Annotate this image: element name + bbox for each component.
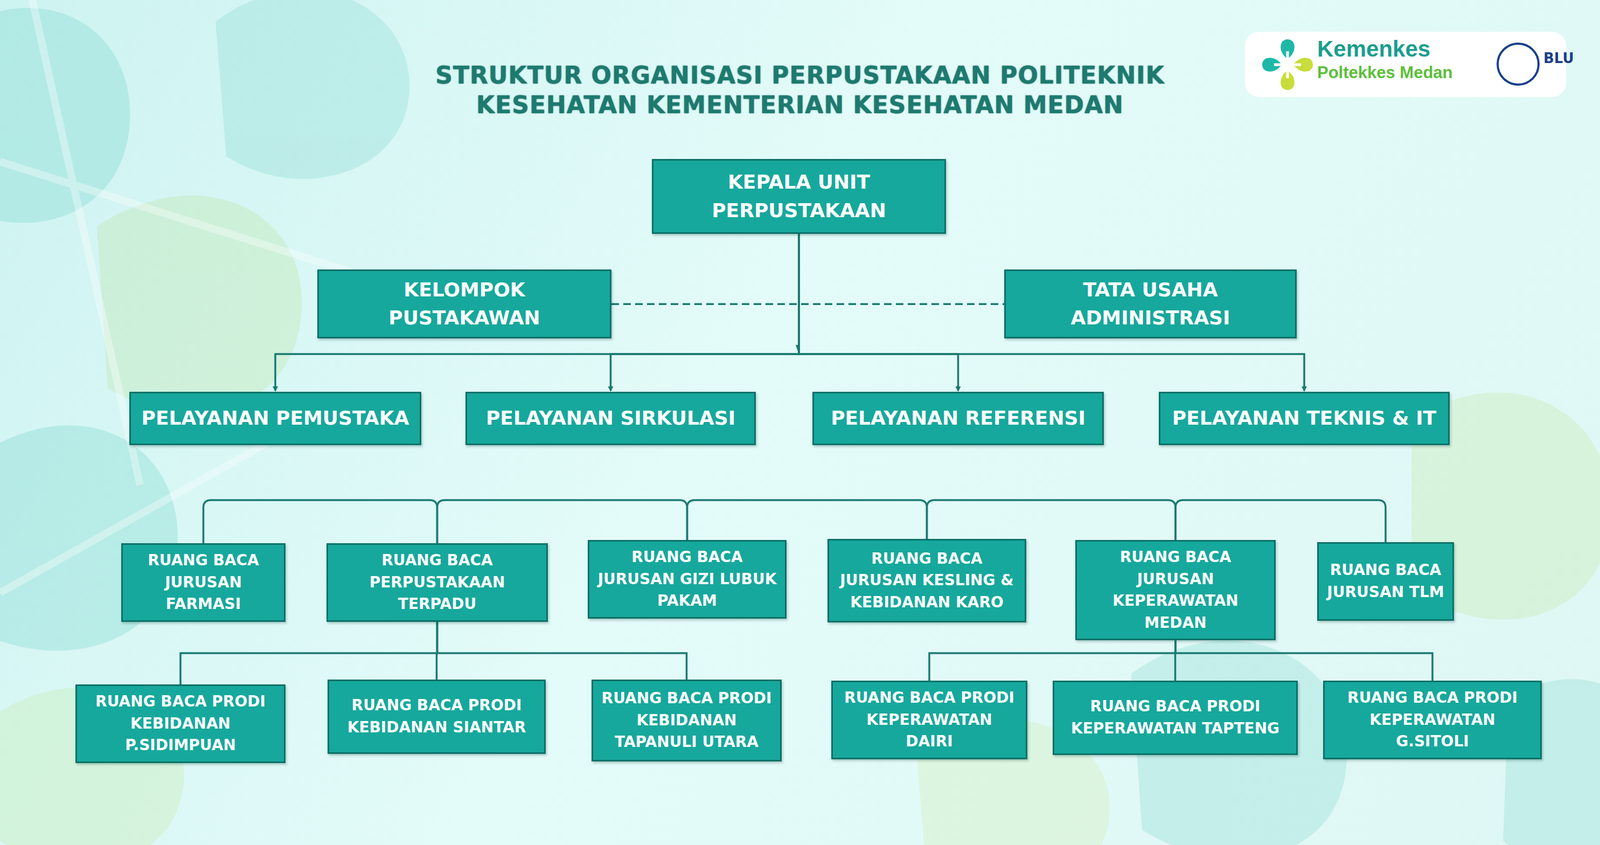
org-box: RUANG BACA PRODI KEPERAWATAN G.SITOLI: [1323, 680, 1542, 760]
org-connector: [275, 233, 799, 391]
org-box: PELAYANAN REFERENSI: [812, 391, 1104, 445]
org-box: KEPALA UNIT PERPUSTAKAAN: [651, 158, 946, 234]
org-box: RUANG BACA JURUSAN KEPERAWATAN MEDAN: [1075, 539, 1276, 640]
org-box: PELAYANAN TEKNIS & IT: [1158, 391, 1450, 445]
box-label: RUANG BACA JURUSAN FARMASI: [122, 549, 284, 616]
org-box: RUANG BACA JURUSAN KESLING & KEBIDANAN K…: [827, 538, 1027, 623]
org-connector: [1175, 499, 1386, 542]
blu-badge: [1495, 41, 1541, 87]
box-label: TATA USAHA ADMINISTRASI: [1005, 275, 1296, 332]
logo-panel: KemenkesPoltekkes MedanBLU: [1244, 31, 1567, 97]
box-label: PELAYANAN TEKNIS & IT: [1164, 404, 1444, 433]
box-label: RUANG BACA PRODI KEPERAWATAN DAIRI: [832, 686, 1026, 753]
org-connector: [610, 233, 800, 391]
org-connector: [437, 499, 688, 544]
org-box: PELAYANAN PEMUSTAKA: [129, 391, 422, 445]
box-label: RUANG BACA PRODI KEPERAWATAN G.SITOLI: [1324, 686, 1541, 753]
org-connector: [180, 621, 438, 685]
org-connector: [927, 499, 1177, 540]
org-box: RUANG BACA JURUSAN GIZI LUBUK PAKAM: [587, 539, 787, 619]
org-box: RUANG BACA PRODI KEPERAWATAN DAIRI: [831, 680, 1028, 760]
box-label: RUANG BACA JURUSAN TLM: [1318, 559, 1453, 603]
box-label: RUANG BACA JURUSAN GIZI LUBUK PAKAM: [589, 546, 785, 612]
box-label: PELAYANAN REFERENSI: [823, 404, 1094, 433]
kemenkes-icon: [1257, 35, 1318, 95]
org-box: RUANG BACA PERPUSTAKAAN TERPADU: [326, 543, 548, 622]
box-label: RUANG BACA PRODI KEBIDANAN P.SIDIMPUAN: [77, 690, 284, 757]
box-label: RUANG BACA PRODI KEBIDANAN SIANTAR: [329, 694, 545, 739]
box-label: RUANG BACA JURUSAN KESLING & KEBIDANAN K…: [829, 547, 1025, 614]
logo-text: Poltekkes Medan: [1317, 63, 1453, 82]
org-box: RUANG BACA PRODI KEBIDANAN P.SIDIMPUAN: [75, 684, 286, 763]
org-box: RUANG BACA PRODI KEBIDANAN SIANTAR: [327, 679, 546, 754]
box-label: RUANG BACA PRODI KEPERAWATAN TAPTENG: [1054, 695, 1297, 740]
org-connector: [1175, 640, 1433, 681]
org-connector: [929, 640, 1176, 681]
org-box: TATA USAHA ADMINISTRASI: [1004, 269, 1297, 339]
box-label: RUANG BACA PERPUSTAKAAN TERPADU: [328, 549, 547, 616]
org-connector: [798, 233, 959, 391]
org-box: RUANG BACA PRODI KEPERAWATAN TAPTENG: [1052, 680, 1298, 755]
box-label: PELAYANAN SIRKULASI: [478, 404, 743, 433]
org-box: RUANG BACA JURUSAN FARMASI: [121, 543, 286, 622]
org-box: KELOMPOK PUSTAKAWAN: [317, 269, 612, 339]
chart-title: STRUKTUR ORGANISASI PERPUSTAKAAN POLITEK…: [315, 60, 1285, 120]
badge-text: BLU: [1543, 50, 1575, 67]
dashed-connector: [611, 302, 1005, 305]
org-box: RUANG BACA PRODI KEBIDANAN TAPANULI UTAR…: [591, 679, 782, 762]
org-connector: [798, 233, 1305, 391]
box-label: RUANG BACA JURUSAN KEPERAWATAN MEDAN: [1076, 546, 1275, 634]
box-label: KEPALA UNIT PERPUSTAKAAN: [653, 168, 945, 225]
box-label: KELOMPOK PUSTAKAWAN: [318, 275, 610, 332]
org-box: PELAYANAN SIRKULASI: [465, 391, 756, 445]
org-connector: [437, 621, 687, 680]
logo-text: Kemenkes: [1317, 36, 1431, 62]
box-label: PELAYANAN PEMUSTAKA: [134, 404, 417, 433]
org-box: RUANG BACA JURUSAN TLM: [1317, 541, 1455, 621]
box-label: RUANG BACA PRODI KEBIDANAN TAPANULI UTAR…: [593, 687, 781, 754]
org-connector: [203, 499, 438, 544]
org-connector: [687, 499, 928, 540]
